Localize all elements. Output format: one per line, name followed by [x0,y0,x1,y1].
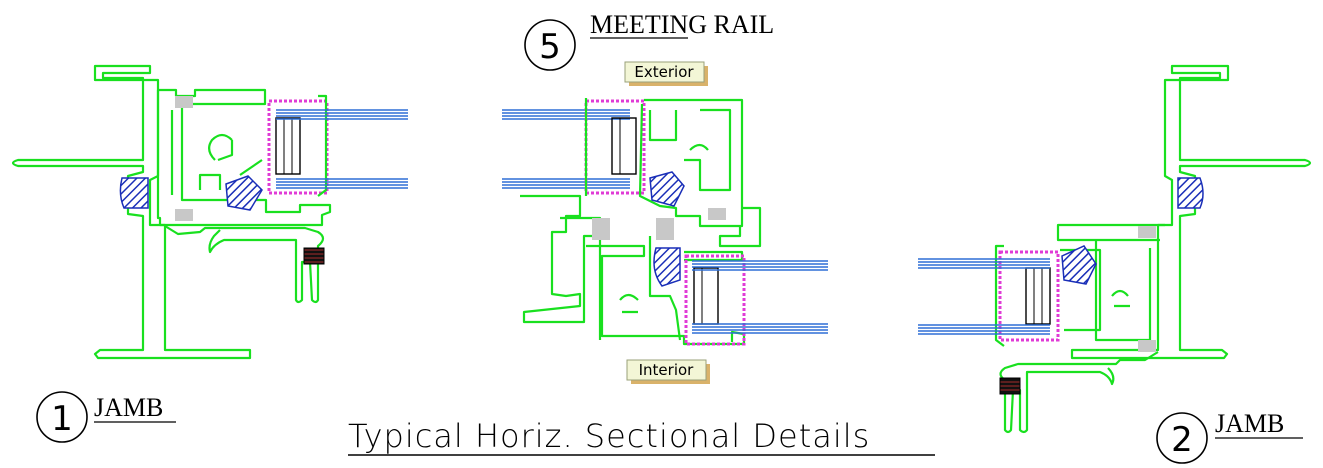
meeting-rail-block-1 [592,218,610,240]
jamb-right-callout-circle [1156,412,1208,464]
interior-tag: Interior [639,361,695,379]
left-jamb-section [11,64,408,360]
right-glazing-gasket [998,250,1060,342]
right-glazing-bead [994,244,1005,347]
lower-sash-glass-panes [692,260,828,334]
jamb-right-callout-number: 2 [1171,420,1193,460]
drawing-title: Typical Horiz. Sectional Details [348,417,870,455]
right-jamb-flange [1070,64,1312,360]
jamb-left-callout: 1 JAMB [36,391,176,443]
left-glass-spacer [275,117,301,175]
meeting-rail-block-3 [708,208,726,220]
interior-tag-box [626,359,707,381]
right-setting-block-bottom [1138,340,1156,352]
jamb-right-label: JAMB [1215,409,1284,438]
right-jamb-trim [999,351,1159,434]
right-screw-icon [999,377,1021,395]
right-jamb-frame [1056,223,1165,342]
left-glass-panes [276,109,408,189]
upper-sash-glass-panes [502,109,630,189]
lower-sash-spacer [693,267,719,325]
jamb-left-label: JAMB [94,393,163,422]
left-setting-block-bottom [175,209,193,221]
right-setting-block-top [1138,226,1156,238]
meeting-rail-section: 5 MEETING RAIL Exterior Interior [502,10,828,384]
meeting-rail-weatherstrip-upper [649,171,685,207]
upper-sash-frame [584,98,744,228]
right-glass-spacer [1025,267,1051,325]
meeting-rail-label: MEETING RAIL [590,10,774,39]
right-weatherstrip-outer [1177,177,1204,209]
left-jamb-frame [156,88,332,227]
lower-sash-gasket [684,254,746,346]
meeting-rail-interlock [520,194,762,324]
upper-sash-spacer [611,117,637,175]
right-jamb-section [918,64,1312,434]
exterior-tag: Exterior [634,63,694,81]
meeting-rail-callout-number: 5 [539,27,561,67]
left-setting-block-top [175,96,193,108]
meeting-rail-callout-circle [524,19,576,71]
left-screw-icon [303,247,325,265]
left-weatherstrip-inner [225,175,263,211]
left-jamb-trim [164,225,325,304]
left-jamb-sash-inner [170,110,263,195]
right-glass-panes [918,258,1050,335]
left-weatherstrip-outer [119,177,149,209]
meeting-rail-block-2 [656,218,674,240]
meeting-rail-weatherstrip-lower [653,247,681,287]
right-weatherstrip-inner [1061,245,1097,285]
jamb-right-callout: 2 JAMB [1156,409,1303,464]
jamb-left-callout-number: 1 [51,399,73,439]
left-glazing-bead [317,94,328,197]
jamb-left-callout-circle [36,391,88,443]
exterior-tag-box [624,61,705,83]
left-jamb-flange [11,64,252,360]
